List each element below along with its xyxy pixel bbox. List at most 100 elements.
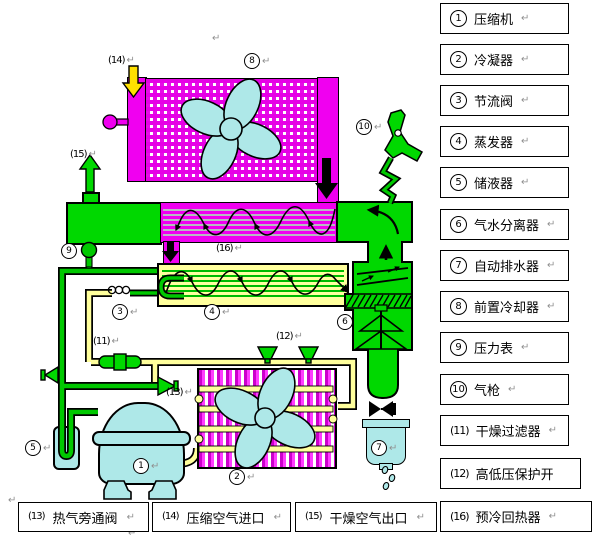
return-mark: ↵ — [521, 342, 530, 353]
legend-label: 高低压保护开 — [475, 468, 554, 483]
return-mark: ↵ — [416, 511, 425, 523]
return-mark: ↵ — [247, 471, 256, 483]
return-mark: ↵ — [222, 306, 231, 318]
legend-item-hot-gas-bypass: 13热气旁通阀↵ — [18, 502, 149, 532]
legend-num: 8 — [450, 298, 467, 315]
marker-13: 13↵ — [166, 387, 193, 398]
return-mark: ↵ — [547, 260, 556, 271]
receiver-tank — [53, 426, 80, 470]
legend-item-condenser: 2 冷凝器 ↵ — [440, 44, 569, 75]
marker-num: 7 — [371, 440, 387, 456]
marker-6: 6 — [337, 314, 353, 330]
legend-num: 11 — [450, 425, 469, 436]
separator-vessel — [336, 201, 413, 400]
marker-num: 11 — [93, 336, 110, 347]
legend-num: 12 — [450, 468, 469, 479]
marker-num: 15 — [70, 149, 87, 160]
legend-num: 16 — [450, 511, 469, 522]
pipe-layer — [58, 254, 357, 468]
marker-9: 9 — [61, 243, 77, 259]
marker-5: 5↵ — [25, 440, 51, 456]
legend-label: 预冷回热器 — [475, 511, 541, 526]
paragraph-mark: ↵ — [8, 495, 17, 506]
return-mark: ↵ — [111, 336, 120, 347]
return-mark: ↵ — [273, 511, 282, 523]
return-mark: ↵ — [184, 387, 193, 398]
return-mark: ↵ — [548, 425, 557, 436]
marker-10: 10↵ — [356, 119, 382, 135]
return-mark: ↵ — [547, 219, 556, 230]
marker-num: 3 — [112, 304, 128, 320]
return-mark: ↵ — [521, 54, 530, 65]
return-mark: ↵ — [548, 511, 557, 522]
return-mark: ↵ — [234, 243, 243, 254]
return-mark: ↵ — [294, 331, 303, 342]
legend-label: 干燥空气出口 — [329, 511, 408, 527]
paragraph-mark: ↵ — [212, 33, 221, 44]
compressed-air-inlet-arrow — [121, 65, 146, 99]
marker-2: 2↵ — [229, 469, 255, 485]
marker-num: 12 — [276, 331, 293, 342]
overlay-layer — [40, 65, 424, 500]
legend-label: 节流阀 — [474, 95, 514, 110]
marker-11: 11↵ — [93, 336, 120, 347]
return-mark: ↵ — [130, 306, 139, 318]
return-mark: ↵ — [389, 442, 398, 454]
marker-num: 1 — [133, 458, 149, 474]
legend-label: 热气旁通阀 — [52, 511, 118, 527]
legend-num: 5 — [450, 174, 467, 191]
separator-screen-hatch — [345, 294, 412, 308]
marker-num: 5 — [25, 440, 41, 456]
legend-label: 压力表 — [474, 342, 514, 357]
legend-label: 压缩空气进口 — [186, 511, 265, 527]
legend-label: 前置冷却器 — [474, 301, 540, 316]
legend-label: 气枪 — [474, 384, 501, 399]
flow-arrows — [165, 205, 350, 296]
legend-label: 蒸发器 — [474, 136, 514, 151]
legend-label: 冷凝器 — [474, 54, 514, 69]
legend-num: 15 — [305, 512, 322, 522]
return-mark: ↵ — [88, 149, 97, 160]
return-mark: ↵ — [126, 55, 135, 66]
return-mark: ↵ — [126, 511, 135, 523]
marker-14: 14↵ — [108, 55, 135, 66]
legend-item-auto-drain: 7 自动排水器 ↵ — [440, 250, 569, 281]
legend-item-filter-dryer: 11干燥过滤器↵ — [440, 415, 569, 446]
legend-label: 自动排水器 — [474, 260, 540, 275]
service-valve — [40, 365, 59, 385]
condenser-fan — [214, 367, 316, 469]
marker-num: 9 — [61, 243, 77, 259]
legend-item-recuperator: 16 预冷回热器 ↵ — [440, 501, 592, 532]
return-mark: ↵ — [521, 95, 530, 106]
downcomer-arrow — [315, 158, 338, 199]
legend-item-air-outlet: 15 干燥空气出口 ↵ — [295, 502, 437, 532]
legend-label: 压缩机 — [474, 13, 514, 28]
legend-item-hp-lp-switch: 12 高低压保护开 — [440, 458, 581, 489]
legend-num: 2 — [450, 51, 467, 68]
return-mark: ↵ — [547, 301, 556, 312]
legend-item-pressure-gauge: 9 压力表 ↵ — [440, 332, 569, 363]
legend-label: 储液器 — [474, 177, 514, 192]
marker-1: 1↵ — [133, 458, 159, 474]
marker-num: 16 — [216, 243, 233, 254]
legend-num: 7 — [450, 257, 467, 274]
marker-12: 12↵ — [276, 331, 303, 342]
dry-air-outlet-arrow — [78, 153, 102, 193]
water-droplets — [381, 465, 396, 491]
filter-dryer — [98, 353, 142, 371]
paragraph-mark: ↵ — [128, 528, 137, 539]
marker-num: 13 — [166, 387, 183, 398]
marker-num: 14 — [108, 55, 125, 66]
compressor-feet — [103, 480, 177, 500]
marker-num: 2 — [229, 469, 245, 485]
legend-num: 9 — [450, 339, 467, 356]
return-mark: ↵ — [521, 13, 530, 24]
pressure-gauge — [80, 241, 98, 268]
return-mark: ↵ — [521, 136, 530, 147]
return-mark: ↵ — [43, 442, 52, 454]
legend-num: 4 — [450, 133, 467, 150]
